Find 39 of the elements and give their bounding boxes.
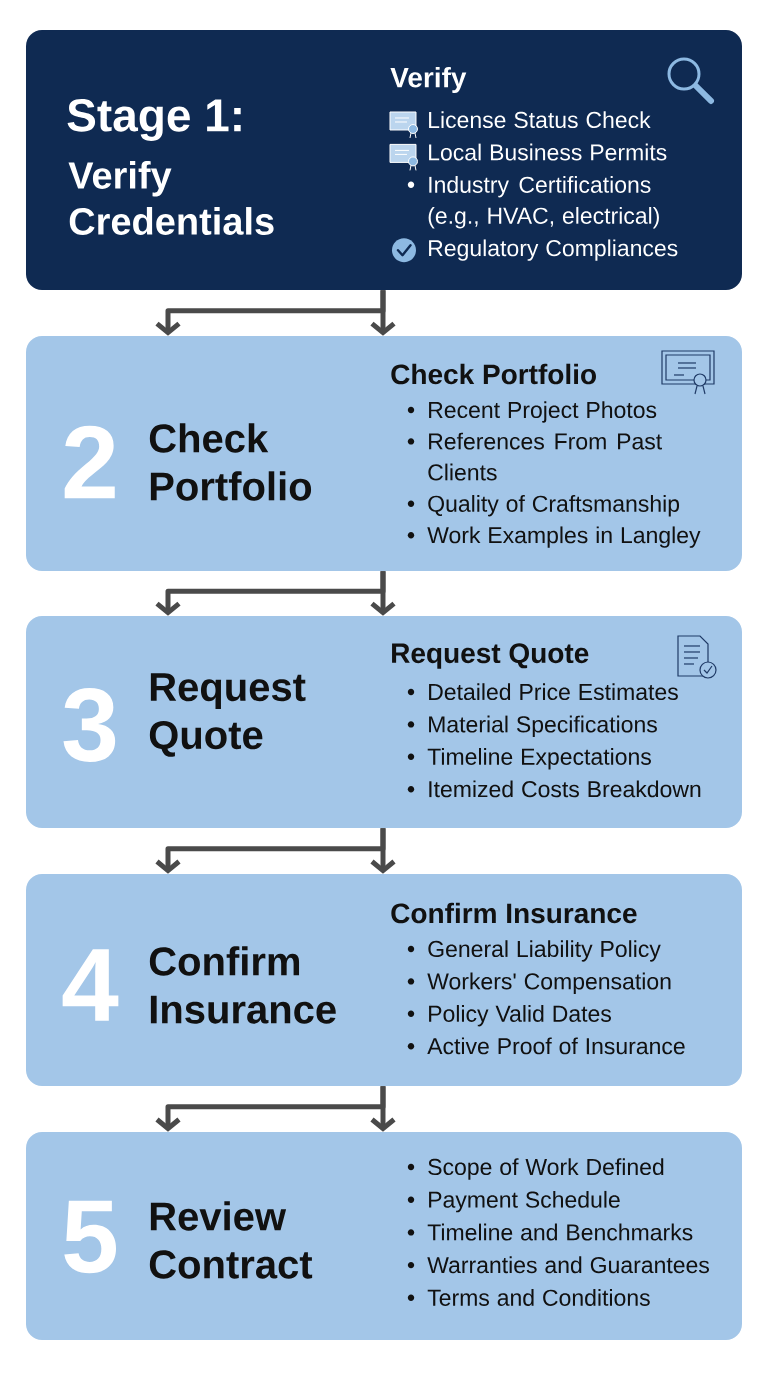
list-item: Quality of Craftsmanship xyxy=(428,495,680,517)
list-item: Terms and Conditions xyxy=(427,1289,650,1306)
step-title: Confirm Insurance xyxy=(149,946,336,1024)
section-heading: Verify xyxy=(390,66,467,94)
step-title: Review Contract xyxy=(149,1201,313,1279)
step-title: Check Portfolio xyxy=(149,423,312,501)
list-item: Regulatory Compliances xyxy=(429,239,678,261)
list-item: Detailed Price Estimates xyxy=(429,683,678,701)
list-item: Workers' Compensation xyxy=(427,972,671,995)
list-item: General Liability Policy xyxy=(428,940,661,962)
step-number: 3 xyxy=(63,688,116,762)
list-item: References From Past Clients xyxy=(428,432,662,481)
list-item: License Status Check xyxy=(429,111,651,129)
list-item: Material Specifications xyxy=(429,715,657,738)
list-item: Scope of Work Defined xyxy=(428,1158,664,1180)
list-item: Recent Project Photos xyxy=(429,401,657,423)
arrow xyxy=(155,828,386,874)
list-item: Active Proof of Insurance xyxy=(427,1037,685,1055)
list-item: Warranties and Guarantees xyxy=(427,1256,709,1274)
list-item: Industry Certifications (e.g., HVAC, electrical) xyxy=(428,176,659,229)
section-heading: Request Quote xyxy=(392,643,589,669)
list-item: Timeline Expectations xyxy=(427,748,651,770)
list-item: Policy Valid Dates xyxy=(429,1005,611,1027)
step-number: 5 xyxy=(64,1200,116,1274)
step-number: 2 xyxy=(64,425,115,499)
list-item: Itemized Costs Breakdown xyxy=(429,780,701,798)
stage-title: Verify Credentials xyxy=(68,161,274,235)
section-heading: Check Portfolio xyxy=(391,363,596,385)
arrow xyxy=(155,1086,386,1132)
section-heading: Confirm Insurance xyxy=(391,902,637,924)
list-item: Local Business Permits xyxy=(429,143,667,161)
step-number: 4 xyxy=(62,949,119,1021)
arrow xyxy=(155,571,386,616)
list-item: Work Examples in Langley xyxy=(427,526,701,548)
list-item: Timeline and Benchmarks xyxy=(427,1223,693,1241)
stage-label: Stage 1: xyxy=(67,99,241,141)
arrow xyxy=(155,290,386,336)
list-item: Payment Schedule xyxy=(429,1190,620,1213)
step-title: Request Quote xyxy=(149,673,306,757)
